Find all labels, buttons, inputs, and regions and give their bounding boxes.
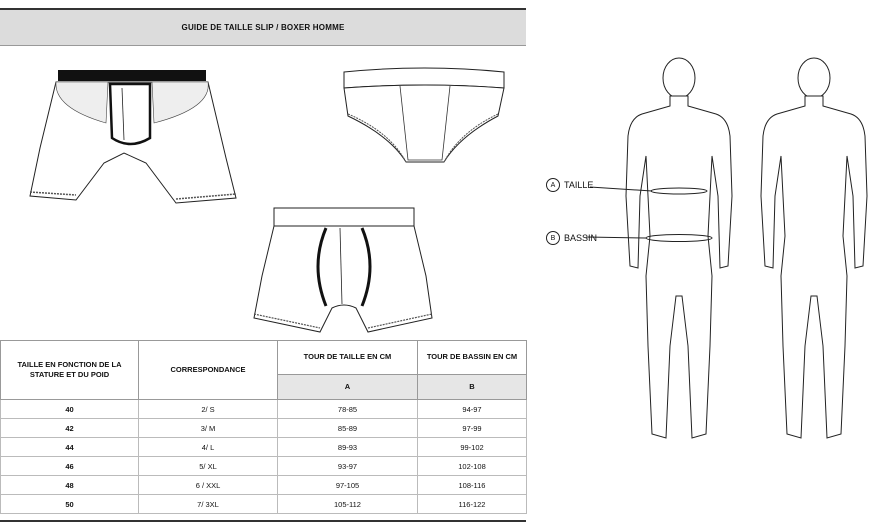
cell-correspondance: 2/ S bbox=[138, 399, 278, 419]
col-header-size: TAILLE EN FONCTION DE LA STATURE ET DU P… bbox=[0, 340, 139, 400]
letter-a-badge: A bbox=[546, 178, 560, 192]
cell-correspondance: 7/ 3XL bbox=[138, 494, 278, 514]
garment-illustrations bbox=[0, 46, 526, 341]
size-guide-panel: GUIDE DE TAILLE SLIP / BOXER HOMME bbox=[0, 8, 527, 522]
cell-size: 44 bbox=[0, 437, 139, 457]
body-figures: A TAILLE B BASSIN bbox=[534, 46, 870, 466]
cell-size: 50 bbox=[0, 494, 139, 514]
col-header-waist-letter: A bbox=[277, 374, 418, 400]
table-row: 44 4/ L 89-93 99-102 bbox=[0, 437, 527, 457]
table-row: 42 3/ M 85-89 97-99 bbox=[0, 418, 527, 438]
table-row: 46 5/ XL 93-97 102-108 bbox=[0, 456, 527, 476]
label-taille-text: TAILLE bbox=[564, 180, 594, 190]
cell-correspondance: 6 / XXL bbox=[138, 475, 278, 495]
cell-hip: 99-102 bbox=[417, 437, 527, 457]
cell-size: 46 bbox=[0, 456, 139, 476]
cell-waist: 89-93 bbox=[277, 437, 418, 457]
letter-b-badge: B bbox=[546, 231, 560, 245]
cell-correspondance: 3/ M bbox=[138, 418, 278, 438]
cell-hip: 108-116 bbox=[417, 475, 527, 495]
guide-title: GUIDE DE TAILLE SLIP / BOXER HOMME bbox=[0, 10, 526, 46]
cell-waist: 85-89 bbox=[277, 418, 418, 438]
cell-hip: 94-97 bbox=[417, 399, 527, 419]
cell-size: 48 bbox=[0, 475, 139, 495]
body-outline-drawing bbox=[585, 57, 868, 439]
label-bassin: B BASSIN bbox=[546, 231, 597, 245]
cell-correspondance: 4/ L bbox=[138, 437, 278, 457]
boxer-drawing bbox=[253, 207, 433, 333]
table-row: 48 6 / XXL 97-105 108-116 bbox=[0, 475, 527, 495]
label-bassin-text: BASSIN bbox=[564, 233, 598, 243]
cell-size: 40 bbox=[0, 399, 139, 419]
cell-waist: 78-85 bbox=[277, 399, 418, 419]
col-header-hip-letter: B bbox=[417, 374, 527, 400]
long-boxer-drawing bbox=[29, 70, 237, 204]
cell-waist: 97-105 bbox=[277, 475, 418, 495]
size-table: TAILLE EN FONCTION DE LA STATURE ET DU P… bbox=[0, 340, 527, 514]
label-taille: A TAILLE bbox=[546, 178, 593, 192]
col-header-hip: TOUR DE BASSIN EN CM bbox=[417, 340, 527, 375]
cell-waist: 93-97 bbox=[277, 456, 418, 476]
table-row: 40 2/ S 78-85 94-97 bbox=[0, 399, 527, 419]
cell-size: 42 bbox=[0, 418, 139, 438]
cell-waist: 105-112 bbox=[277, 494, 418, 514]
col-header-correspondance: CORRESPONDANCE bbox=[138, 340, 278, 400]
cell-hip: 97-99 bbox=[417, 418, 527, 438]
table-row: 50 7/ 3XL 105-112 116-122 bbox=[0, 494, 527, 514]
col-header-waist: TOUR DE TAILLE EN CM bbox=[277, 340, 418, 375]
cell-correspondance: 5/ XL bbox=[138, 456, 278, 476]
cell-hip: 102-108 bbox=[417, 456, 527, 476]
brief-drawing bbox=[343, 67, 505, 163]
cell-hip: 116-122 bbox=[417, 494, 527, 514]
